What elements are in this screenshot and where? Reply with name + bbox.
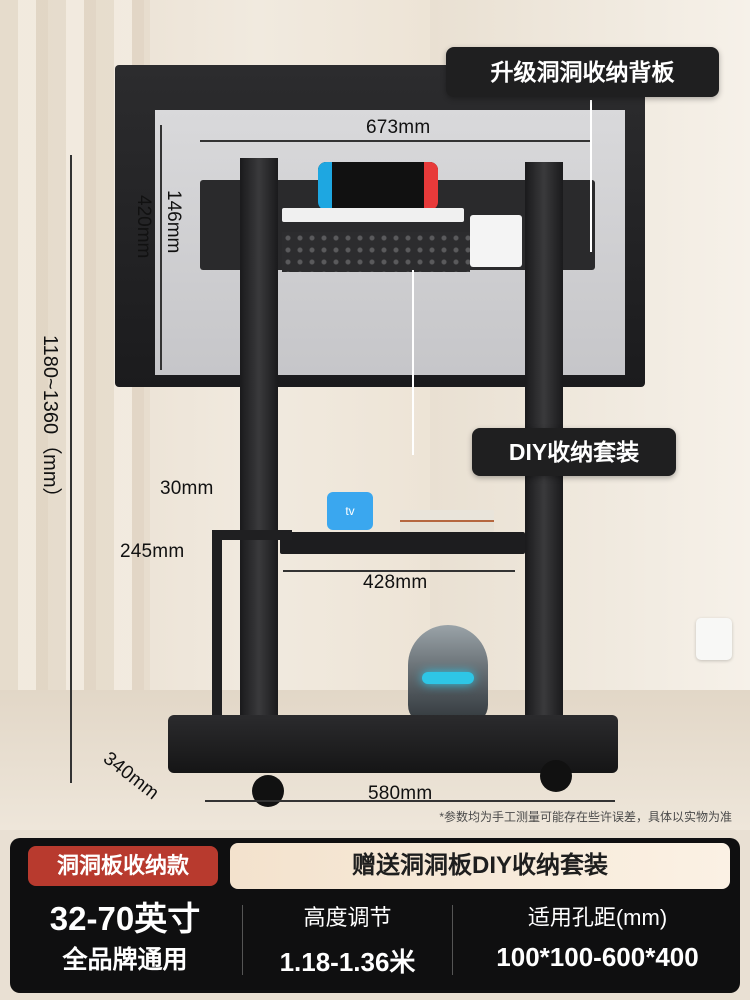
dim-shelf-depth: 245mm xyxy=(120,541,185,562)
product-scene: tv 673mm 146mm 420mm 1180~1360（mm） 30mm … xyxy=(0,0,750,830)
dim-line-hole-height xyxy=(160,125,162,370)
caster-wheel-icon xyxy=(540,760,572,792)
spec-divider xyxy=(452,905,453,975)
variant-tag: 洞洞板收纳款 xyxy=(28,846,218,886)
appletv-icon: tv xyxy=(327,492,373,530)
dim-hole-height-large: 420mm xyxy=(133,195,154,259)
spec-label-vesa: 适用孔距(mm) xyxy=(527,905,668,930)
dim-base-width: 580mm xyxy=(368,783,433,804)
brand-compat: 全品牌通用 xyxy=(62,946,188,974)
tv-size-range: 32-70英寸 xyxy=(49,900,201,937)
spec-label-height: 高度调节 xyxy=(303,905,392,930)
pegboard-backplate xyxy=(282,232,470,272)
dim-line-total-height xyxy=(70,155,72,783)
dim-line-base-width xyxy=(205,800,615,802)
storage-box xyxy=(470,215,522,267)
dim-hole-height-small: 146mm xyxy=(163,190,184,254)
dim-shelf-width: 428mm xyxy=(363,572,428,593)
callout-diy-kit: DIY收纳套装 xyxy=(472,428,676,476)
callout-pegboard-backplate: 升级洞洞收纳背板 xyxy=(446,47,719,97)
spec-value-height: 1.18-1.36米 xyxy=(279,947,416,977)
dim-total-height: 1180~1360（mm） xyxy=(39,335,61,508)
gift-banner: 赠送洞洞板DIY收纳套装 xyxy=(230,843,730,889)
spec-divider xyxy=(242,905,243,975)
wall-outlet-icon xyxy=(696,618,732,660)
side-frame xyxy=(212,530,292,740)
dim-hole-width: 673mm xyxy=(366,117,431,138)
spec-value-vesa: 100*100-600*400 xyxy=(496,942,699,972)
top-storage-shelf xyxy=(282,208,464,222)
callout-leader-backplate xyxy=(590,100,592,252)
speaker-light xyxy=(422,672,474,684)
dim-post-width: 30mm xyxy=(160,478,214,499)
middle-shelf xyxy=(280,532,525,554)
dim-line-hole-width xyxy=(200,140,592,142)
measurement-note: *参数均为手工测量可能存在些许误差，具体以实物为准 xyxy=(439,810,732,824)
dim-line-shelf-width xyxy=(283,570,515,572)
callout-leader-diy xyxy=(412,270,414,455)
books xyxy=(400,510,494,532)
stand-post-left xyxy=(240,158,278,728)
game-console-icon xyxy=(318,162,438,210)
caster-wheel-icon xyxy=(252,775,284,807)
stand-base xyxy=(168,715,618,773)
